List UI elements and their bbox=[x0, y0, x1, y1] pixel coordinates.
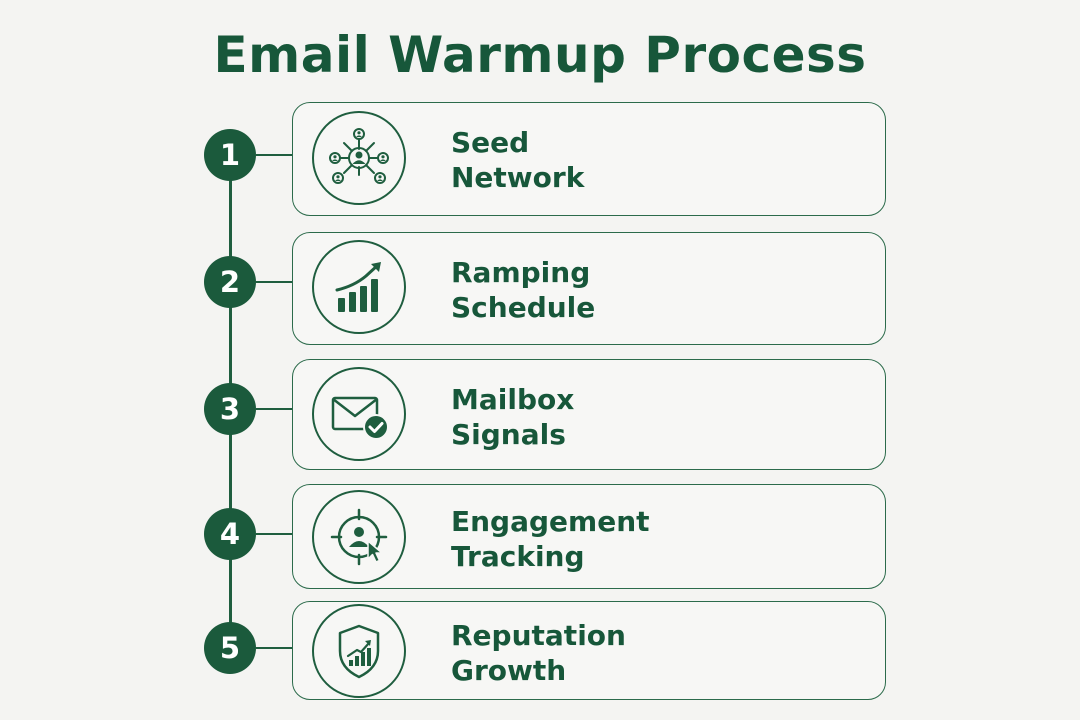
step-3-label: Mailbox Signals bbox=[451, 382, 574, 452]
step-2-subtitle: Schedule bbox=[451, 291, 596, 324]
step-1-title: Seed bbox=[451, 126, 530, 159]
step-1-number: 1 bbox=[204, 129, 256, 181]
step-1-connector bbox=[256, 154, 293, 156]
step-5-card: Reputation Growth bbox=[292, 601, 886, 700]
step-2-label: Ramping Schedule bbox=[451, 255, 595, 325]
step-4-subtitle: Tracking bbox=[451, 540, 585, 573]
step-2-number: 2 bbox=[204, 256, 256, 308]
step-5-label: Reputation Growth bbox=[451, 618, 626, 688]
step-4-connector bbox=[256, 533, 293, 535]
step-4-card: Engagement Tracking bbox=[292, 484, 886, 589]
step-4-title: Engagement bbox=[451, 505, 650, 538]
step-3-connector bbox=[256, 408, 293, 410]
step-3-title: Mailbox bbox=[451, 383, 575, 416]
step-1-subtitle: Network bbox=[451, 161, 585, 194]
step-4-number: 4 bbox=[204, 508, 256, 560]
step-3-subtitle: Signals bbox=[451, 418, 566, 451]
page-title: Email Warmup Process bbox=[213, 26, 867, 84]
step-1-card: Seed Network bbox=[292, 102, 886, 216]
step-2-card: Ramping Schedule bbox=[292, 232, 886, 345]
step-3-card: Mailbox Signals bbox=[292, 359, 886, 470]
envelope-check-icon bbox=[312, 367, 406, 461]
growth-chart-icon bbox=[312, 240, 406, 334]
step-2-title: Ramping bbox=[451, 256, 591, 289]
step-5-number: 5 bbox=[204, 622, 256, 674]
step-2-connector bbox=[256, 281, 293, 283]
step-5-connector bbox=[256, 647, 293, 649]
step-5-subtitle: Growth bbox=[451, 654, 567, 687]
step-5-title: Reputation bbox=[451, 619, 626, 652]
target-user-cursor-icon bbox=[312, 490, 406, 584]
network-icon bbox=[312, 111, 406, 205]
step-1-label: Seed Network bbox=[451, 125, 584, 195]
shield-chart-icon bbox=[312, 604, 406, 698]
step-4-label: Engagement Tracking bbox=[451, 504, 650, 574]
step-3-number: 3 bbox=[204, 383, 256, 435]
